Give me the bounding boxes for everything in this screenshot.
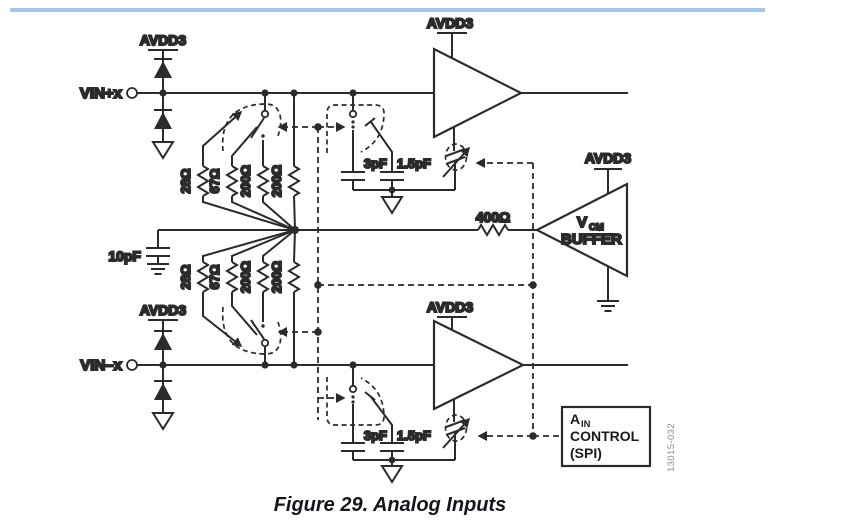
ground-arrow-icon bbox=[152, 141, 174, 159]
amp-top: AVDD3 bbox=[426, 14, 628, 139]
figure-watermark: 13015-032 bbox=[666, 423, 677, 472]
resistor-bank-top: 28Ω 67Ω 200Ω 200Ω bbox=[177, 93, 300, 231]
avdd3-label-amp-top: AVDD3 bbox=[427, 15, 474, 31]
avdd3-label-top-left: AVDD3 bbox=[140, 32, 187, 48]
capacitor-icon bbox=[340, 442, 366, 452]
vin-plus-terminal bbox=[126, 87, 138, 99]
resistor-label: 28Ω bbox=[178, 169, 193, 194]
cap3-label: 3pF bbox=[364, 428, 387, 443]
cap10-label: 10pF bbox=[108, 248, 141, 264]
switch-contact-icon bbox=[260, 338, 270, 348]
avdd3-label-vcm: AVDD3 bbox=[585, 150, 632, 166]
sampling-caps-bottom: 3pF 1.5pF bbox=[326, 365, 455, 483]
resistor-label: 67Ω bbox=[207, 265, 222, 290]
varcap-top bbox=[442, 127, 471, 190]
vin-plus-label: VIN+x bbox=[80, 85, 123, 102]
resistor-label: 67Ω bbox=[207, 169, 222, 194]
ground-icon bbox=[596, 300, 620, 312]
cap1p5-label: 1.5pF bbox=[397, 428, 431, 443]
vin-minus-terminal bbox=[126, 359, 138, 371]
resistor-label: 200Ω bbox=[269, 165, 284, 197]
resistor-label: 200Ω bbox=[238, 165, 253, 197]
ain-label-in: IN bbox=[581, 419, 591, 430]
vcm-center-net: 400Ω bbox=[158, 208, 537, 236]
vcm-label-buffer: BUFFER bbox=[561, 231, 622, 248]
varcap-circle-icon bbox=[444, 414, 468, 442]
avdd3-label-amp-bottom: AVDD3 bbox=[427, 299, 474, 315]
switch-contact-icon bbox=[348, 384, 358, 394]
amplifier-icon bbox=[432, 319, 526, 411]
cap3-label: 3pF bbox=[364, 156, 387, 171]
esd-clamp-top: AVDD3 bbox=[139, 31, 187, 159]
esd-clamp-bottom: AVDD3 bbox=[139, 301, 187, 430]
resistor-label: 28Ω bbox=[178, 265, 193, 290]
ain-label-spi: (SPI) bbox=[570, 445, 602, 461]
vin-minus-label: VIN–x bbox=[80, 357, 122, 374]
avdd3-label-bottom-left: AVDD3 bbox=[140, 302, 187, 318]
resistor-bank-bottom: 28Ω 67Ω 200Ω 200Ω bbox=[177, 229, 300, 365]
r400-label: 400Ω bbox=[476, 209, 511, 225]
amplifier-icon bbox=[432, 47, 524, 139]
ain-label-control: CONTROL bbox=[570, 428, 640, 444]
ground-arrow-icon bbox=[152, 412, 174, 430]
ain-label-a: A bbox=[570, 411, 580, 427]
buffer-icon bbox=[534, 182, 629, 278]
figure-caption: Figure 29. Analog Inputs bbox=[274, 494, 507, 516]
shunt-cap-10pf: 10pF bbox=[107, 230, 171, 275]
page-divider-bar bbox=[10, 8, 765, 12]
cap1p5-label: 1.5pF bbox=[397, 156, 431, 171]
switch-contact-icon bbox=[348, 109, 358, 119]
switch-arc-icon bbox=[221, 306, 282, 355]
ain-control-box: A IN CONTROL (SPI) bbox=[560, 405, 652, 468]
resistor-label: 200Ω bbox=[238, 261, 253, 293]
vin-plus-net: VIN+x bbox=[79, 84, 434, 103]
capacitor-icon bbox=[340, 171, 366, 181]
ground-icon bbox=[146, 263, 170, 275]
capacitor-icon bbox=[145, 247, 171, 257]
vcm-buffer: AVDD3 V CM BUFFER bbox=[534, 149, 632, 312]
vcm-label-cm: CM bbox=[589, 222, 604, 233]
varcap-circle-icon bbox=[444, 143, 468, 171]
switch-box-icon bbox=[326, 377, 385, 426]
switch-contact-icon bbox=[260, 109, 270, 119]
capacitor-icon bbox=[379, 442, 405, 452]
ground-arrow-icon bbox=[381, 196, 403, 214]
resistor-label: 200Ω bbox=[269, 261, 284, 293]
switch-arc-icon bbox=[221, 103, 282, 152]
vin-minus-net: VIN–x bbox=[79, 356, 434, 375]
switch-box-icon bbox=[326, 104, 385, 153]
spi-control-dash-network bbox=[277, 122, 561, 441]
sampling-caps-top: 3pF 1.5pF bbox=[326, 93, 455, 214]
ground-arrow-icon bbox=[381, 465, 403, 483]
capacitor-icon bbox=[379, 171, 405, 181]
amp-bottom: AVDD3 bbox=[426, 298, 628, 411]
varcap-bottom bbox=[442, 399, 471, 460]
vcm-label-v: V bbox=[577, 214, 587, 231]
